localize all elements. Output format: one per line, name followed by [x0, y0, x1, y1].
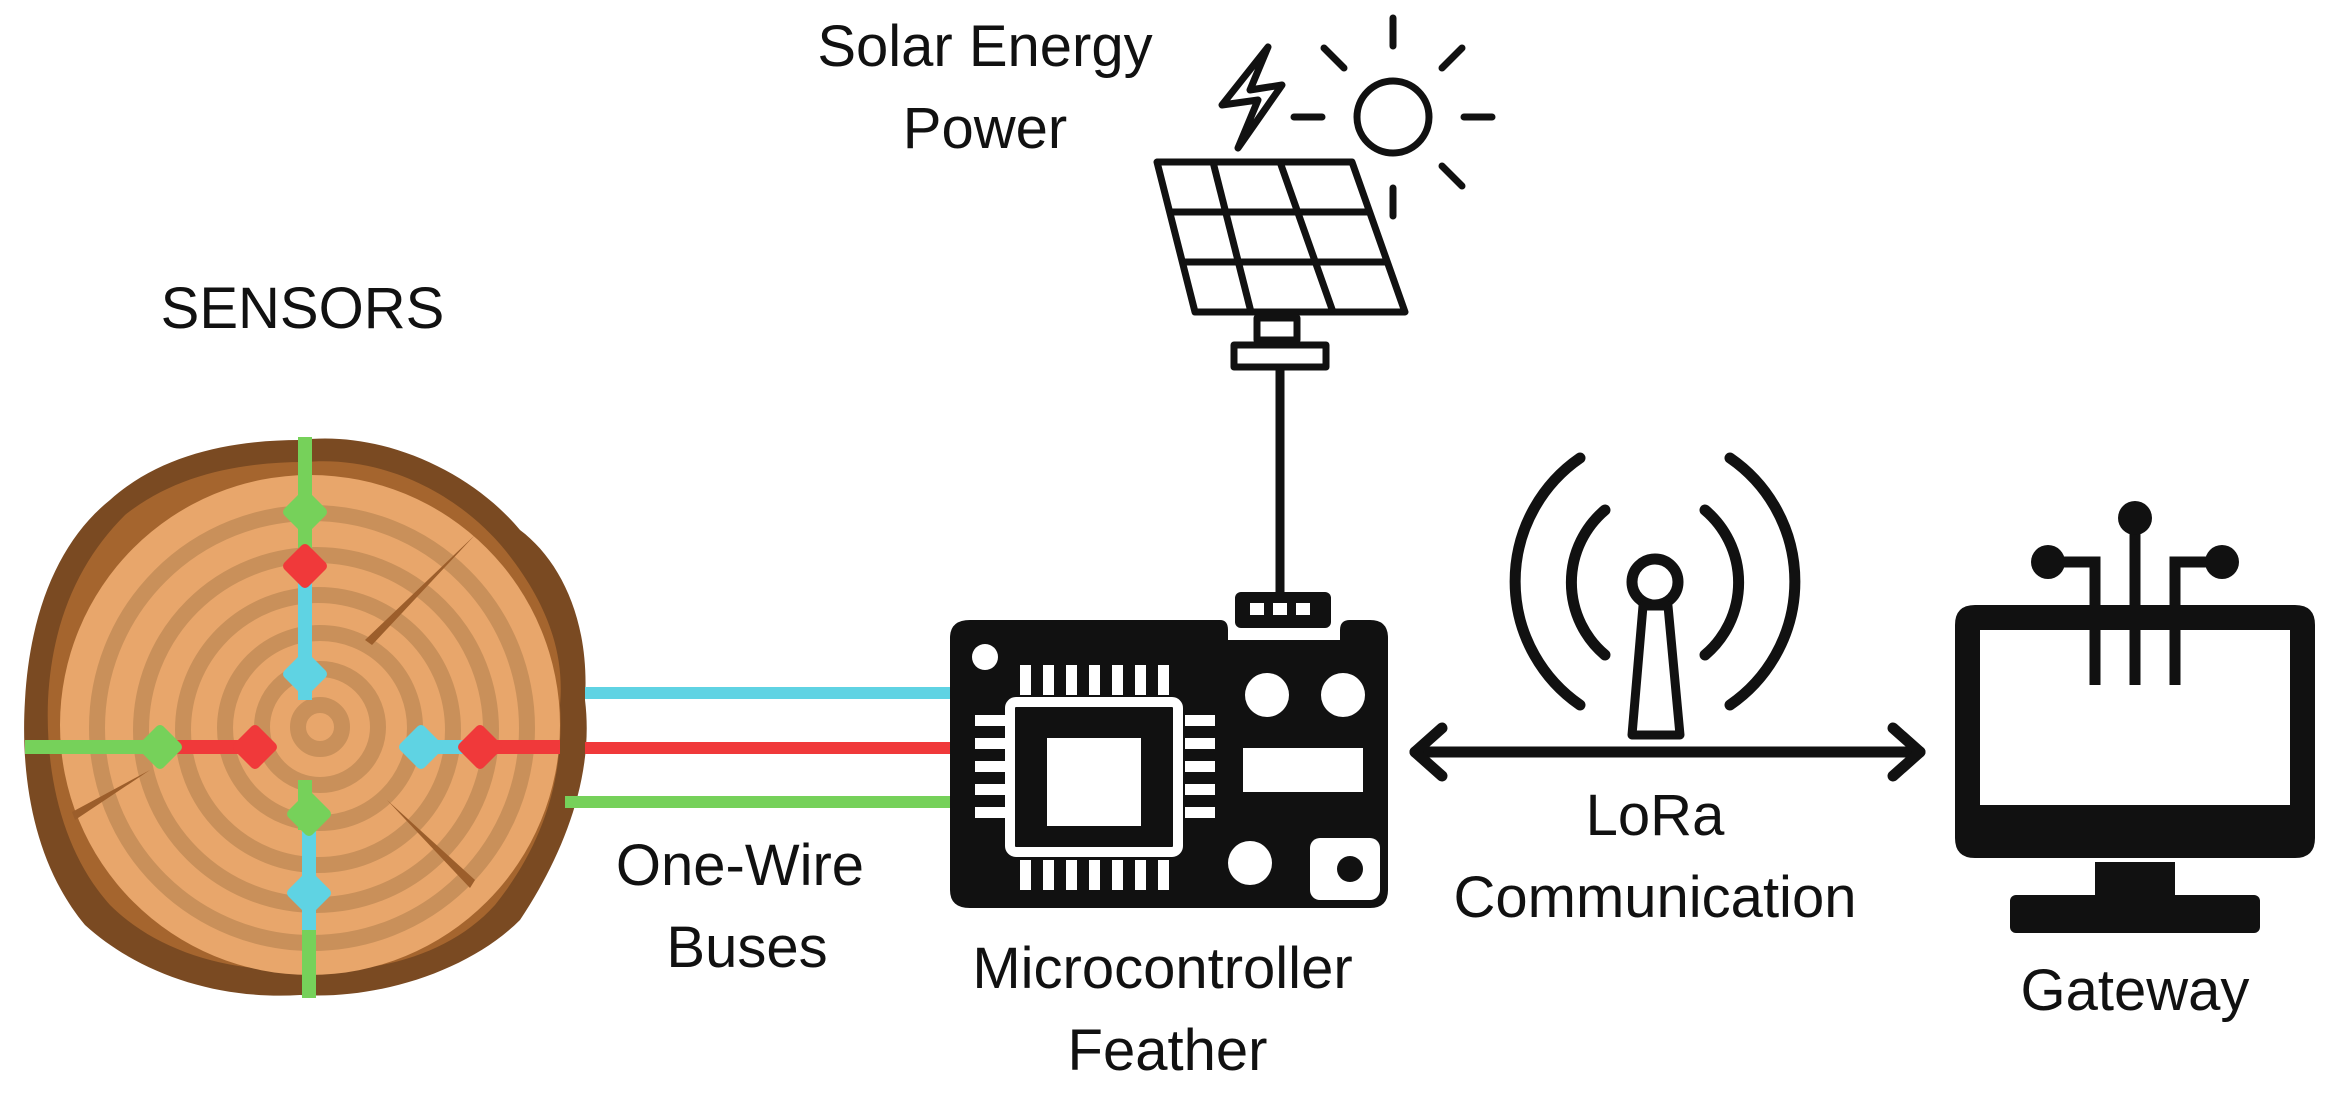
- lora-label-line1: LoRa: [1585, 783, 1725, 848]
- one-wire-buses-label-line2: Buses: [666, 915, 828, 980]
- one-wire-buses-label-line1: One-Wire: [615, 833, 865, 898]
- sensor-node: [233, 725, 277, 769]
- sensor-node: [283, 544, 327, 588]
- solar-energy-label-line2: Power: [902, 96, 1068, 161]
- radio-antenna-icon: [1509, 452, 1801, 740]
- sensor-node: [458, 725, 502, 769]
- sun-icon: [1290, 14, 1496, 220]
- sensor-node: [283, 652, 327, 696]
- sensor-node: [138, 725, 182, 769]
- sensor-node: [399, 725, 443, 769]
- tree-cross-section-icon: [24, 438, 587, 996]
- gateway-label: Gateway: [2020, 958, 2250, 1023]
- one-wire-buses: [565, 687, 950, 808]
- microcontroller-label-line2: Feather: [1067, 1018, 1268, 1083]
- computer-monitor-icon: [1955, 501, 2315, 933]
- microcontroller-board-icon: [950, 592, 1388, 908]
- solar-panel-icon: [1153, 158, 1409, 595]
- microcontroller-label-line1: Microcontroller: [972, 936, 1353, 1001]
- solar-energy-label-line1: Solar Energy: [817, 14, 1153, 79]
- sensor-node: [287, 792, 331, 836]
- lightning-bolt-icon: [1218, 43, 1286, 152]
- bidirectional-arrow: [1409, 722, 1926, 782]
- sensor-node: [283, 490, 327, 534]
- lora-label-line2: Communication: [1453, 865, 1857, 930]
- sensor-probes: [25, 437, 560, 998]
- sensors-label: SENSORS: [160, 276, 445, 341]
- sensor-node: [287, 871, 331, 915]
